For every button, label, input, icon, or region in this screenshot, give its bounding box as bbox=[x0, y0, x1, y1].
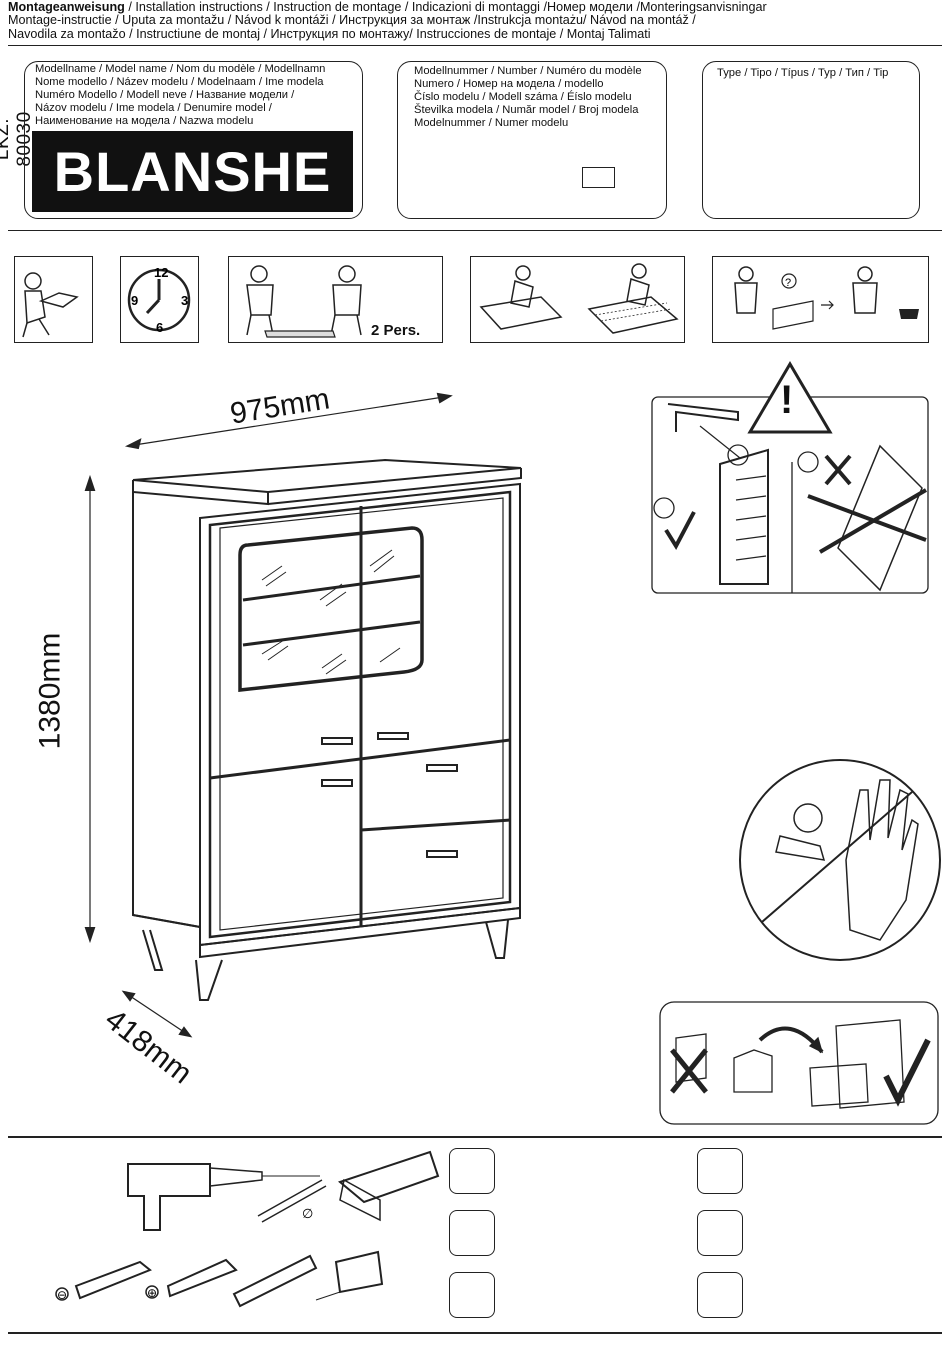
number-label-line: Číslo modelu / Modell száma / Éíslo mode… bbox=[414, 91, 632, 103]
model-label-line: Numéro Modello / Modell neve / Название … bbox=[35, 89, 295, 101]
drill-diameter-symbol: ∅ bbox=[302, 1207, 313, 1222]
header-line1: / Installation instructions / Instructio… bbox=[124, 0, 767, 14]
header-rule bbox=[8, 45, 942, 46]
floor-protection-panel bbox=[470, 256, 685, 343]
tools-illustration bbox=[55, 1150, 440, 1308]
model-name-labels: Modellname / Model name / Nom du modèle … bbox=[35, 63, 325, 128]
svg-text:?: ? bbox=[785, 277, 791, 289]
keep-instructions-panel bbox=[659, 1001, 939, 1125]
wall-fixing-warning bbox=[651, 361, 929, 594]
rubber-mallet-icon bbox=[697, 1210, 743, 1256]
flathead-screwdriver-symbol: ⊖ bbox=[57, 1288, 67, 1302]
read-instructions-panel bbox=[14, 256, 93, 343]
model-label-line: Názov modelu / Ime modela / Denumire mod… bbox=[35, 102, 272, 114]
header-line3: Navodila za montažo / Instructiune de mo… bbox=[8, 26, 651, 41]
person-reading-icon bbox=[22, 272, 79, 338]
section-rule-1 bbox=[8, 230, 942, 231]
model-name: BLANSHE bbox=[32, 131, 353, 212]
model-number-field bbox=[582, 167, 615, 188]
model-name-box bbox=[24, 61, 363, 219]
model-label-line: Наименование на модела / Nazwa modelu bbox=[35, 115, 254, 127]
clock-12: 12 bbox=[154, 265, 168, 280]
clock-9: 9 bbox=[131, 293, 138, 308]
rotate-icon bbox=[697, 1272, 743, 1318]
number-label-line: Modelnummer / Numer modelu bbox=[414, 117, 569, 129]
unpacking-on-floor-icon bbox=[479, 263, 679, 334]
header-line2: Montage-instructie / Uputa za montažu / … bbox=[8, 13, 696, 28]
model-number-labels: Modellnummer / Number / Numéro du modèle… bbox=[414, 65, 642, 130]
two-persons-label: 2 Pers. bbox=[371, 322, 421, 339]
child-safety-icon bbox=[739, 759, 941, 961]
two-workers-icon bbox=[246, 265, 362, 338]
model-number-box bbox=[397, 61, 667, 219]
number-label-line: Numero / Номер на модела / modello bbox=[414, 78, 604, 90]
clock-6: 6 bbox=[156, 320, 163, 335]
dustpan-icon bbox=[449, 1272, 495, 1318]
phillips-screwdriver-symbol: ⊕ bbox=[147, 1286, 157, 1300]
header-title-bold: Montageanweisung bbox=[8, 0, 125, 14]
missing-parts-call-icon: ? bbox=[734, 266, 919, 330]
number-label-line: Modellnummer / Number / Numéro du modèle bbox=[414, 65, 642, 77]
time-panel: 12 3 6 9 bbox=[120, 256, 199, 343]
glue-icon bbox=[449, 1210, 495, 1256]
clock-icon: 12 3 6 9 bbox=[127, 265, 191, 335]
two-persons-panel bbox=[228, 256, 443, 343]
height-dimension: 1380mm bbox=[33, 632, 67, 750]
glove-icon bbox=[697, 1148, 743, 1194]
type-box bbox=[702, 61, 920, 219]
model-label-line: Modellname / Model name / Nom du modèle … bbox=[35, 63, 326, 75]
number-label-line: Številka modela / Număr model / Broj mod… bbox=[414, 104, 639, 116]
model-label-line: Nome modello / Název modelu / Modelnaam … bbox=[35, 76, 324, 88]
tape-roll-icon bbox=[449, 1148, 495, 1194]
call-support-panel: ? bbox=[712, 256, 929, 343]
warning-exclamation: ! bbox=[780, 378, 794, 422]
header-text: Montageanweisung / Installation instruct… bbox=[8, 0, 942, 41]
clock-3: 3 bbox=[181, 293, 188, 308]
type-label: Type / Tipo / Típus / Typ / Тип / Tip bbox=[717, 67, 889, 79]
